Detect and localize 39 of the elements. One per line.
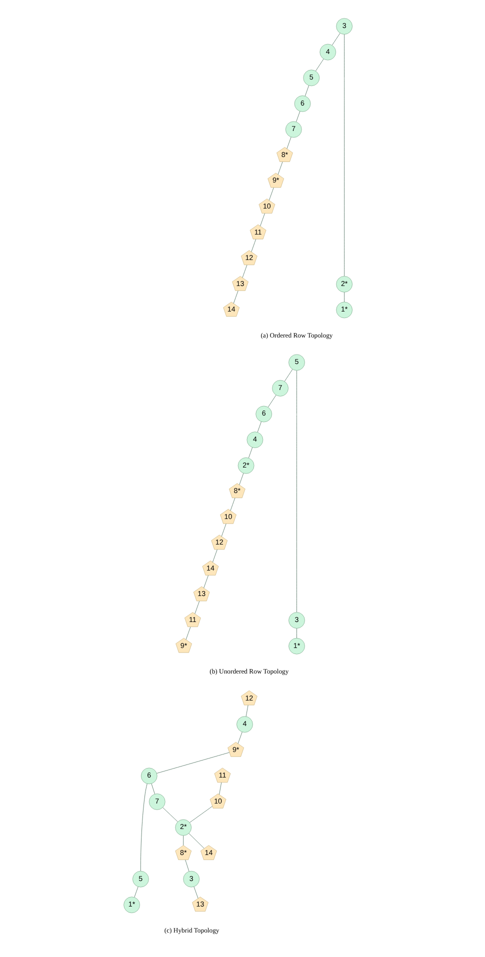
connector — [296, 628, 297, 638]
connector — [315, 58, 324, 72]
connector — [296, 111, 300, 122]
connector — [134, 886, 138, 898]
connector — [194, 600, 200, 614]
connector — [233, 290, 238, 304]
connector — [248, 447, 253, 458]
connector — [296, 370, 297, 612]
connector — [332, 32, 340, 46]
connector — [212, 549, 218, 562]
connector — [268, 187, 274, 201]
connector — [284, 369, 293, 382]
connector — [257, 421, 262, 432]
connector — [189, 806, 213, 823]
connector — [156, 752, 230, 774]
connector — [239, 473, 244, 486]
connector — [186, 626, 191, 640]
connector — [221, 524, 226, 537]
connector — [246, 704, 248, 717]
connector — [268, 394, 276, 408]
connector — [204, 575, 209, 588]
connector — [278, 162, 283, 175]
connector — [162, 807, 178, 822]
connector — [251, 239, 256, 252]
connector — [238, 732, 242, 744]
connector — [304, 85, 310, 96]
connector — [151, 784, 155, 794]
connector — [260, 213, 265, 226]
connector — [140, 784, 148, 872]
connector — [230, 498, 236, 511]
connector — [344, 34, 345, 276]
connector — [183, 835, 184, 846]
connector — [344, 292, 345, 302]
connector — [286, 136, 292, 149]
connector — [242, 264, 248, 278]
connector — [188, 833, 204, 849]
connector — [219, 782, 222, 795]
connector — [185, 860, 190, 872]
connector — [194, 886, 198, 899]
